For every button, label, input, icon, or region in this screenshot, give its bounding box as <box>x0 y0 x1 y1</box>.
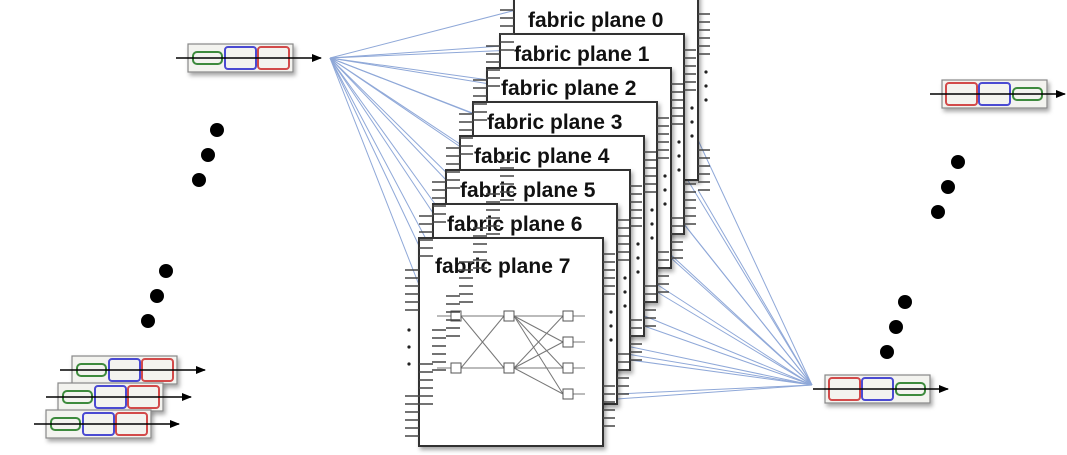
input-link <box>329 57 436 257</box>
port-ellipsis-dot <box>609 324 613 328</box>
packet <box>60 355 206 385</box>
port-ellipsis-dot <box>663 188 667 192</box>
port-ellipsis-dot <box>407 362 411 366</box>
ellipsis-dot <box>880 345 894 359</box>
port-ellipsis-dot <box>704 98 708 102</box>
packet <box>813 374 949 404</box>
packet <box>34 409 180 439</box>
ellipsis-dot <box>150 289 164 303</box>
fabric-planes: fabric plane 0 fabric plane 1 fabric pla… <box>418 0 699 447</box>
input-link <box>329 57 449 223</box>
port-ellipsis-dot <box>623 290 627 294</box>
switch-nodes <box>450 310 574 400</box>
packet <box>176 43 322 73</box>
port-ellipsis-dot <box>636 256 640 260</box>
plane-label: fabric plane 5 <box>460 179 596 202</box>
port-ellipsis-dot <box>690 120 694 124</box>
ellipsis-dot <box>141 314 155 328</box>
ellipsis-dot <box>192 173 206 187</box>
plane-label: fabric plane 6 <box>447 213 582 236</box>
output-link <box>656 241 813 386</box>
port-ellipsis-dot <box>407 328 411 332</box>
packet-queues <box>34 43 1066 439</box>
output-link <box>697 139 813 386</box>
plane-label: fabric plane 2 <box>501 77 636 100</box>
output-link <box>616 343 813 386</box>
input-link <box>329 45 503 59</box>
output-link <box>656 291 813 386</box>
fabric-plane-7: fabric plane 7 <box>418 237 604 447</box>
input-link <box>329 57 449 183</box>
packet <box>46 382 192 412</box>
port-ellipsis-dot <box>677 140 681 144</box>
plane-ports <box>405 9 710 437</box>
port-ellipsis-dot <box>677 168 681 172</box>
port-ellipsis-dot <box>690 134 694 138</box>
port-ellipsis-dot <box>636 242 640 246</box>
input-link <box>329 57 490 81</box>
input-links <box>329 9 517 291</box>
input-link <box>329 9 517 59</box>
output-link <box>670 207 813 386</box>
output-link <box>643 325 813 386</box>
ellipsis-dot <box>210 123 224 137</box>
ellipsis-dot <box>201 148 215 162</box>
input-link <box>329 57 463 189</box>
plane-label: fabric plane 7 <box>435 255 570 278</box>
plane-label: fabric plane 1 <box>514 43 650 66</box>
port-ellipsis-dot <box>650 208 654 212</box>
port-ellipsis-dot <box>407 345 411 349</box>
output-link <box>602 349 813 386</box>
output-link <box>643 275 813 386</box>
port-ellipsis-dot <box>609 310 613 314</box>
port-ellipsis-dot <box>650 236 654 240</box>
port-ellipsis-dot <box>704 84 708 88</box>
input-link <box>329 49 517 59</box>
ellipsis-dot <box>898 295 912 309</box>
port-ellipsis-dot <box>663 174 667 178</box>
output-links <box>602 139 813 401</box>
output-link <box>629 309 813 386</box>
plane-label: fabric plane 4 <box>474 145 610 168</box>
output-link <box>697 189 813 386</box>
output-link <box>683 173 813 386</box>
ellipsis-dot <box>931 205 945 219</box>
packet <box>930 79 1066 109</box>
input-link <box>329 57 463 149</box>
plane-label: fabric plane 0 <box>528 9 663 32</box>
ellipsis-dot <box>159 264 173 278</box>
switch-network <box>437 315 585 395</box>
port-ellipsis-dot <box>690 106 694 110</box>
ellipsis-dot <box>889 320 903 334</box>
output-link <box>629 359 813 386</box>
ellipsis-dot <box>941 180 955 194</box>
input-link <box>329 57 436 217</box>
port-ellipsis-dot <box>677 154 681 158</box>
port-ellipsis-dot <box>609 338 613 342</box>
port-ellipsis-dot <box>650 222 654 226</box>
input-link <box>329 57 422 251</box>
port-ellipsis-dot <box>704 70 708 74</box>
ellipsis-dots <box>141 123 965 359</box>
input-link <box>329 57 503 87</box>
output-link <box>616 384 813 395</box>
port-ellipsis-dot <box>663 202 667 206</box>
input-link <box>329 57 422 291</box>
plane-label: fabric plane 3 <box>487 111 622 134</box>
port-ellipsis-dot <box>623 304 627 308</box>
output-link <box>602 384 813 401</box>
port-ellipsis-dot <box>623 276 627 280</box>
port-ellipsis-dot <box>636 270 640 274</box>
ellipsis-dot <box>951 155 965 169</box>
input-link <box>329 57 476 115</box>
